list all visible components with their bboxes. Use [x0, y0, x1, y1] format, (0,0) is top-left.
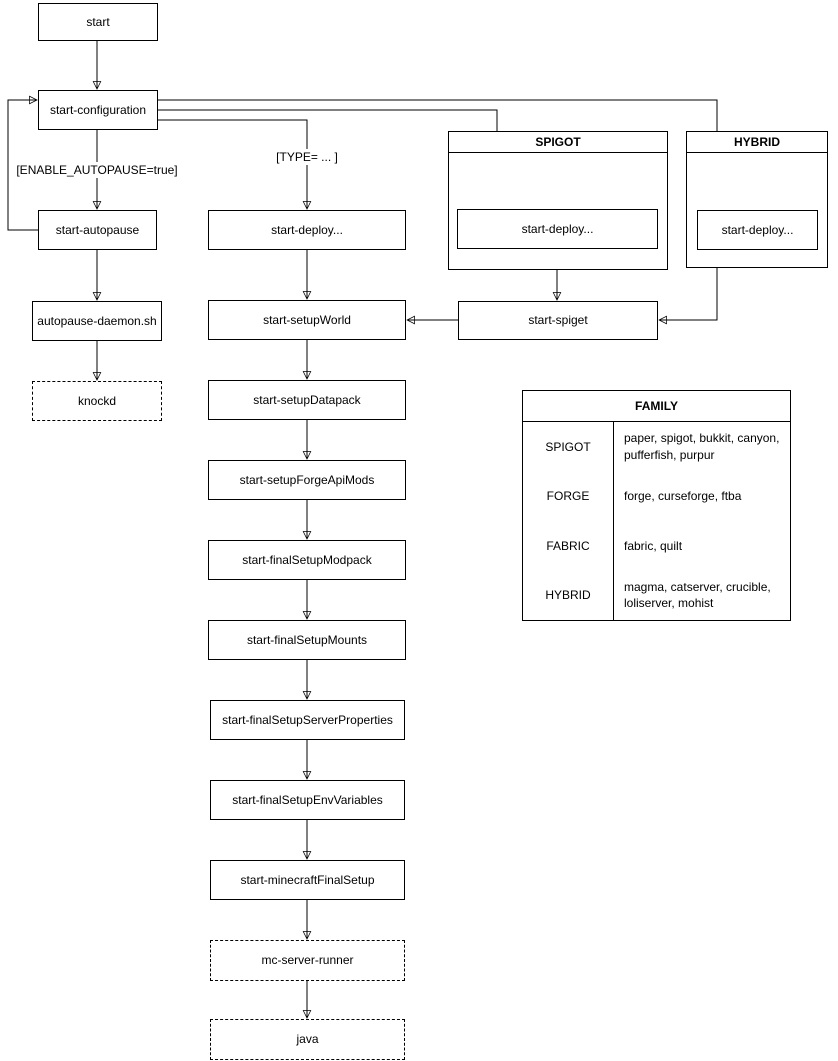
- family-table-title: FAMILY: [523, 391, 790, 422]
- node-start-spiget: start-spiget: [458, 301, 658, 340]
- node-start-finalsetupmounts: start-finalSetupMounts: [208, 620, 406, 660]
- family-name-cell: FABRIC: [523, 520, 614, 571]
- family-table: FAMILY SPIGOT paper, spigot, bukkit, can…: [522, 390, 791, 621]
- node-start-deploy: start-deploy...: [208, 210, 406, 250]
- family-values-cell: paper, spigot, bukkit, canyon, pufferfis…: [624, 431, 780, 462]
- edge-autopause-loop-to-configuration: [7, 100, 38, 231]
- node-knockd: knockd: [32, 381, 162, 421]
- family-name-cell: SPIGOT: [523, 421, 614, 472]
- edge-label-enable-autopause: [ENABLE_AUTOPAUSE=true]: [14, 162, 180, 178]
- family-name-cell: HYBRID: [523, 570, 614, 620]
- node-start-finalsetupserverproperties: start-finalSetupServerProperties: [210, 700, 405, 740]
- family-row-fabric: FABRIC fabric, quilt: [523, 520, 790, 571]
- node-spigot-start-deploy: start-deploy...: [457, 209, 658, 249]
- node-start-setupdatapack: start-setupDatapack: [208, 380, 406, 420]
- node-start-finalsetupmodpack: start-finalSetupModpack: [208, 540, 406, 580]
- node-mc-server-runner: mc-server-runner: [210, 940, 405, 981]
- family-row-spigot: SPIGOT paper, spigot, bukkit, canyon, pu…: [523, 421, 790, 472]
- family-row-hybrid: HYBRID magma, catserver, crucible, lolis…: [523, 570, 790, 620]
- edge-label-type-condition: [TYPE= ... ]: [274, 149, 340, 165]
- family-values-cell: magma, catserver, crucible, loliserver, …: [624, 580, 771, 611]
- node-start-autopause: start-autopause: [38, 210, 157, 250]
- node-autopause-daemon: autopause-daemon.sh: [32, 301, 162, 341]
- container-spigot-title: SPIGOT: [449, 132, 667, 153]
- family-values-cell: fabric, quilt: [624, 538, 683, 553]
- family-values-cell: forge, curseforge, ftba: [624, 488, 742, 503]
- node-start-setupworld: start-setupWorld: [208, 300, 406, 340]
- node-start-finalsetupenvvariables: start-finalSetupEnvVariables: [210, 780, 405, 820]
- edge-configuration-to-deploy: [158, 119, 307, 209]
- node-start-minecraftfinalsetup: start-minecraftFinalSetup: [210, 860, 405, 900]
- node-hybrid-start-deploy: start-deploy...: [697, 210, 818, 250]
- family-name-cell: FORGE: [523, 471, 614, 521]
- node-start: start: [38, 3, 158, 41]
- node-java: java: [210, 1019, 405, 1060]
- edge-hybrid-deploy-to-spiget: [659, 250, 718, 320]
- node-start-configuration: start-configuration: [38, 90, 158, 130]
- container-spigot: SPIGOT: [448, 131, 668, 270]
- node-start-setupforgeapimods: start-setupForgeApiMods: [208, 460, 406, 500]
- container-hybrid-title: HYBRID: [687, 132, 827, 153]
- family-row-forge: FORGE forge, curseforge, ftba: [523, 471, 790, 521]
